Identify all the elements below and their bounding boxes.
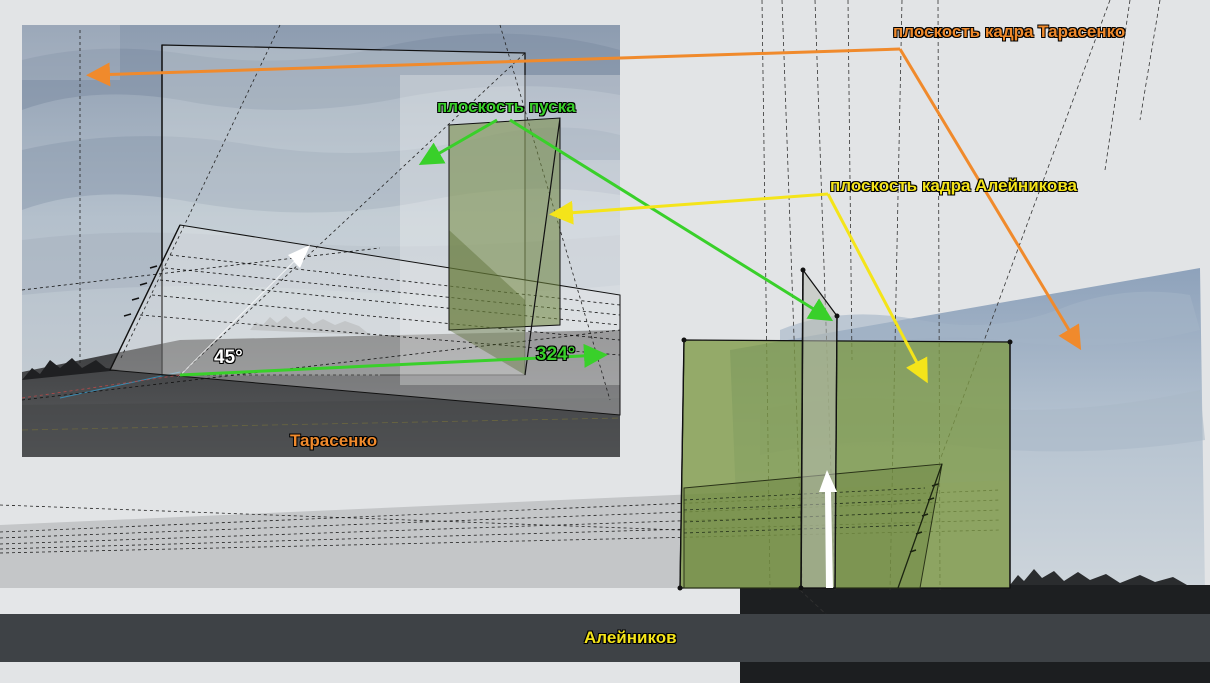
label-camera-aleinikov: Алейников [584, 628, 677, 647]
elevation-arrow-right [819, 470, 837, 588]
angle-lines [21, 374, 380, 399]
azimuth-arrow [179, 343, 608, 377]
tarasenko-dashed-lines [79, 24, 611, 401]
label-camera-tarasenko: Тарасенко [290, 431, 378, 450]
caption-bar-aleinikov [0, 614, 1210, 662]
elevation-arrow-left [177, 245, 310, 378]
label-aleinikov-frame-plane: плоскость кадра Алейникова [830, 176, 1077, 195]
launch-plane-left [448, 117, 561, 376]
label-azimuth-angle: 324° [536, 344, 576, 365]
label-tarasenko-frame-plane: плоскость кадра Тарасенко [893, 22, 1126, 41]
launch-plane-arrows [418, 118, 834, 322]
aleinikov-frame-plane [677, 337, 1013, 591]
label-launch-plane: плоскость пуска [437, 97, 576, 116]
ground-strip [0, 588, 740, 614]
label-elevation-angle: 45° [214, 347, 243, 368]
aleinikov-plane-arrows [549, 192, 928, 384]
launch-plane-right [798, 267, 840, 591]
tarasenko-plane-arrows [86, 47, 1082, 351]
